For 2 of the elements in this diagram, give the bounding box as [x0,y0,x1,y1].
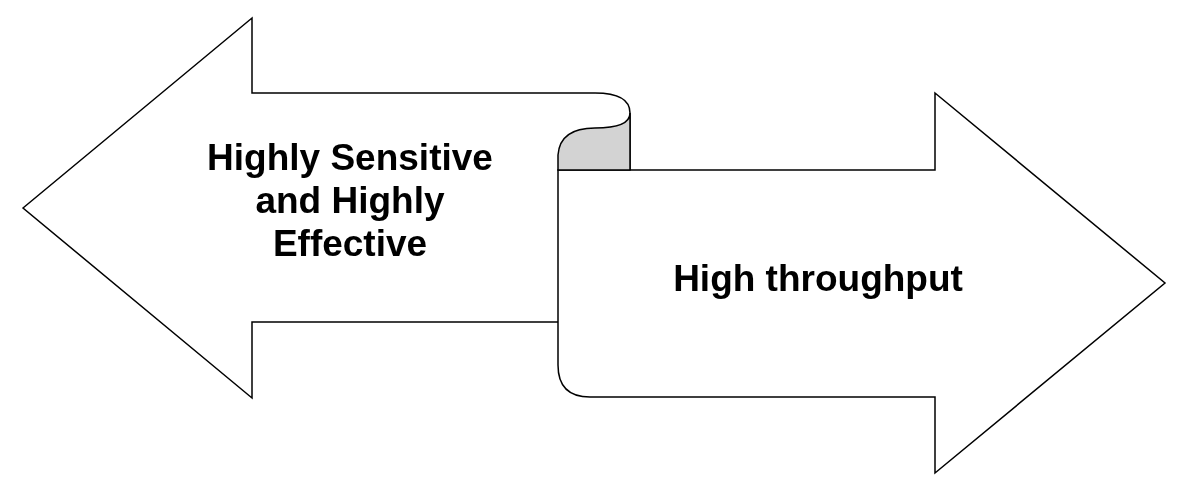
arrow-label: Highly Sensitive and Highly Effective [206,136,494,265]
arrow-label: High throughput [672,257,964,300]
